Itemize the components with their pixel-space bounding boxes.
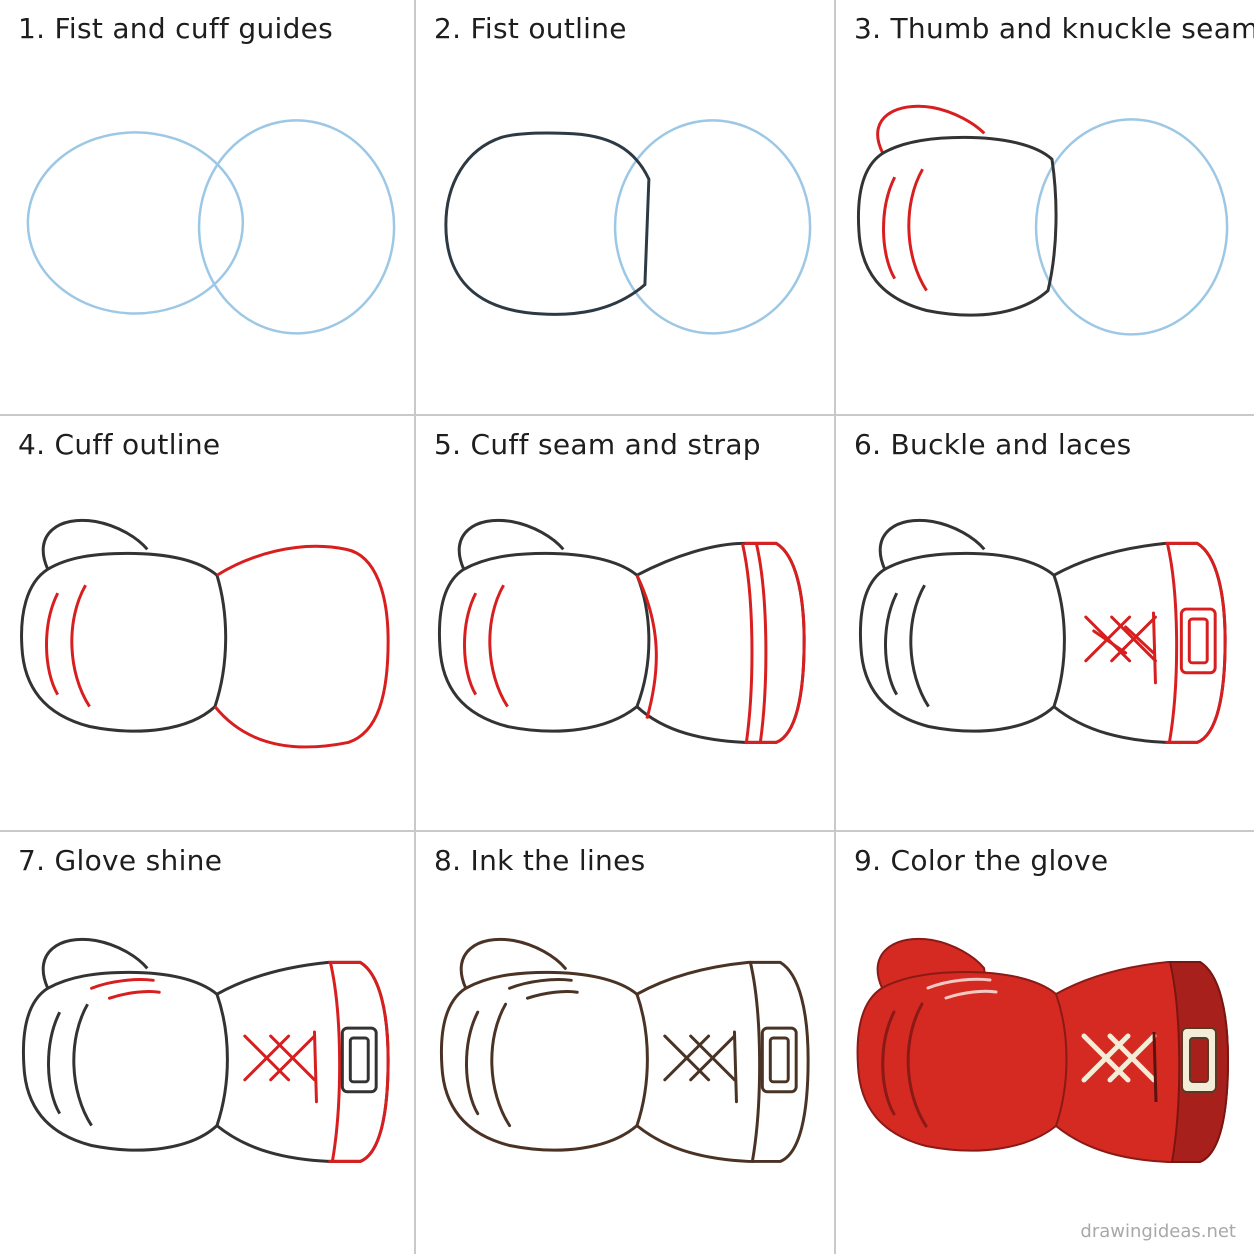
cuff-outline-drawing (20, 518, 390, 749)
step-panel-3: 3. Thumb and knuckle seams (836, 0, 1254, 416)
step-panel-2: 2. Fist outline (416, 0, 836, 416)
inked-lines-drawing (439, 937, 810, 1163)
colored-glove-drawing (856, 937, 1230, 1163)
watermark: drawingideas.net (1080, 1221, 1236, 1242)
step-panel-9: 9. Color the glove drawingideas.net (836, 832, 1254, 1254)
cuff-seam-strap-drawing (437, 518, 806, 744)
step-panel-4: 4. Cuff outline (0, 416, 416, 832)
step-title: 4. Cuff outline (18, 428, 221, 461)
thumb-knuckle-seams-drawing (857, 104, 1229, 336)
step-title: 5. Cuff seam and strap (434, 428, 761, 461)
step-panel-8: 8. Ink the lines (416, 832, 836, 1254)
step-title: 8. Ink the lines (434, 844, 646, 877)
step-panel-5: 5. Cuff seam and strap (416, 416, 836, 832)
step-panel-7: 7. Glove shine (0, 832, 416, 1254)
glove-shine-drawing (21, 937, 390, 1163)
buckle-laces-drawing (858, 518, 1227, 744)
step-title: 6. Buckle and laces (854, 428, 1132, 461)
step-panel-1: 1. Fist and cuff guides (0, 0, 416, 416)
step-title: 3. Thumb and knuckle seams (854, 12, 1254, 45)
step-title: 2. Fist outline (434, 12, 627, 45)
step-panel-6: 6. Buckle and laces (836, 416, 1254, 832)
step-title: 9. Color the glove (854, 844, 1109, 877)
fist-outline-drawing (444, 119, 812, 335)
step-title: 7. Glove shine (18, 844, 223, 877)
fist-cuff-guides-drawing (26, 119, 396, 335)
step-title: 1. Fist and cuff guides (18, 12, 334, 45)
